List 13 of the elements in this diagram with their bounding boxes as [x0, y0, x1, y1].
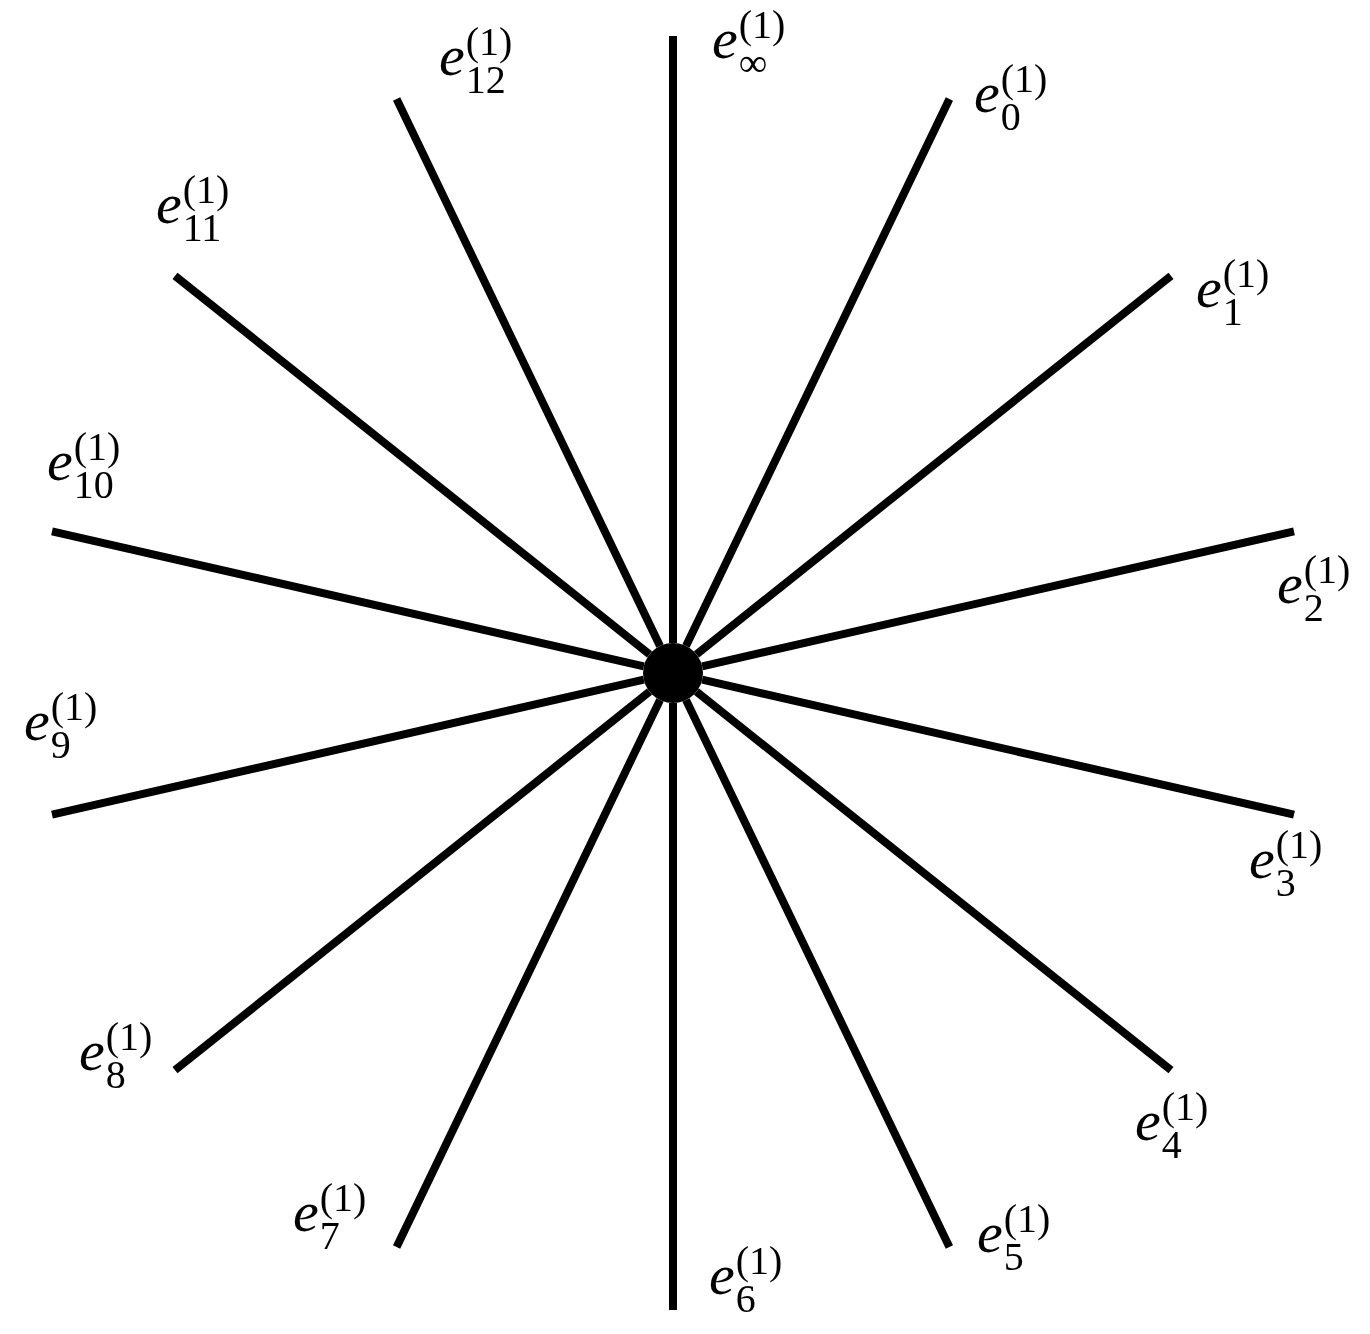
ray-line	[682, 97, 953, 648]
ray-line	[694, 688, 1174, 1074]
ray-line	[172, 272, 652, 658]
ray-line	[51, 527, 645, 671]
ray-line	[393, 97, 664, 648]
ray-line	[682, 698, 953, 1249]
ray-line	[701, 527, 1295, 671]
ray-line	[694, 272, 1174, 658]
ray-line	[51, 675, 645, 819]
vertex-dot	[643, 643, 703, 703]
ray-line	[701, 675, 1295, 819]
ray-line	[172, 688, 652, 1074]
ray-line	[393, 698, 664, 1249]
